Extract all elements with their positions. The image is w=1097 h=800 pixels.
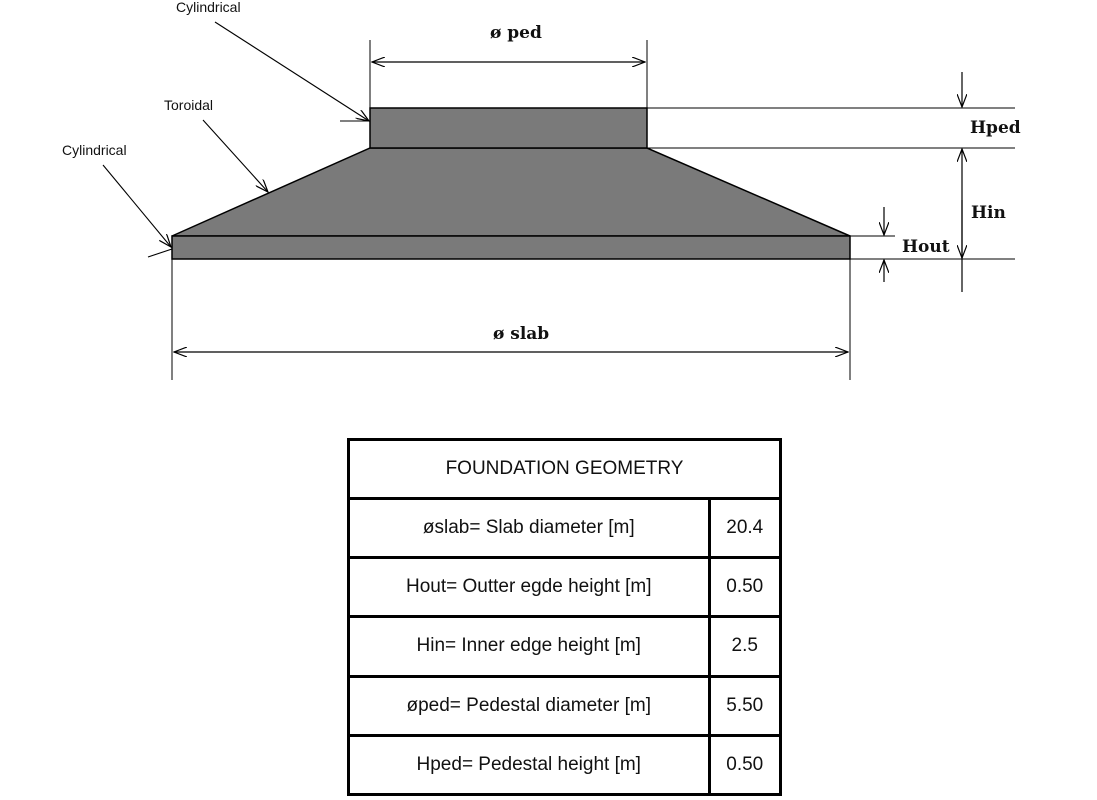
cylindrical-side-label: Cylindrical xyxy=(62,142,127,158)
row-value: 20.4 xyxy=(707,496,782,560)
leader-lines xyxy=(102,21,370,258)
toroidal-label: Toroidal xyxy=(164,97,213,113)
foundation-geometry-table: FOUNDATION GEOMETRY øslab= Slab diameter… xyxy=(347,438,782,797)
table-title: FOUNDATION GEOMETRY xyxy=(347,438,782,500)
row-label: Hin= Inner edge height [m] xyxy=(347,615,711,678)
row-value: 5.50 xyxy=(707,674,782,737)
toroidal-leader xyxy=(202,119,268,192)
table-row: Hin= Inner edge height [m] 2.5 xyxy=(347,615,782,678)
hin-label: Hin xyxy=(971,203,1006,223)
hped-label: Hped xyxy=(970,118,1021,138)
table-row: øped= Pedestal diameter [m] 5.50 xyxy=(347,674,782,737)
cylindrical-top-leader xyxy=(214,21,369,121)
cylindrical-side-leader xyxy=(102,164,171,247)
foundation-shape xyxy=(171,107,851,260)
slab-diameter-label: ø slab xyxy=(493,324,549,344)
row-value: 0.50 xyxy=(707,556,782,619)
row-label: Hout= Outter egde height [m] xyxy=(347,556,711,619)
ped-diameter-label: ø ped xyxy=(490,23,542,43)
pedestal-shape xyxy=(369,107,648,149)
row-value: 0.50 xyxy=(707,733,782,797)
row-label: øped= Pedestal diameter [m] xyxy=(347,674,711,737)
row-label: Hped= Pedestal height [m] xyxy=(347,733,711,797)
dimension-lines xyxy=(174,62,962,352)
table-row: øslab= Slab diameter [m] 20.4 xyxy=(347,496,782,560)
row-label: øslab= Slab diameter [m] xyxy=(347,496,711,560)
foundation-diagram: Cylindrical Toroidal Cylindrical ø ped ø… xyxy=(62,0,1021,380)
hout-label: Hout xyxy=(902,237,950,257)
extension-lines xyxy=(171,40,1015,380)
table-header-row: FOUNDATION GEOMETRY xyxy=(347,438,782,500)
table-row: Hped= Pedestal height [m] 0.50 xyxy=(347,733,782,797)
row-value: 2.5 xyxy=(707,615,782,678)
toroidal-cone xyxy=(171,147,851,237)
slab-shape xyxy=(171,235,851,260)
table-row: Hout= Outter egde height [m] 0.50 xyxy=(347,556,782,619)
cylindrical-top-label: Cylindrical xyxy=(176,0,241,15)
